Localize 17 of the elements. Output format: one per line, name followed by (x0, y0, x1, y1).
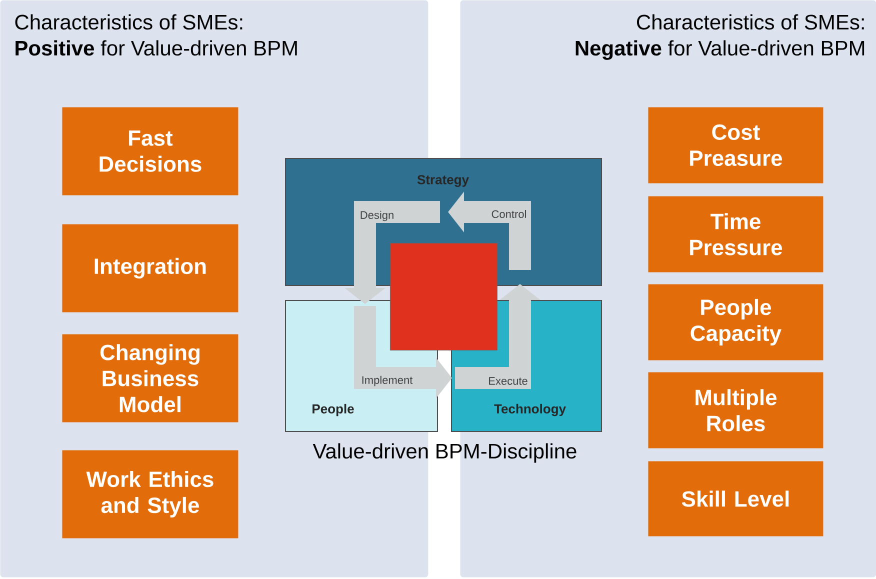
characteristic-box: Multiple Roles (648, 372, 824, 448)
panel-heading: Characteristics of SMEs: (15, 14, 242, 30)
center-box (390, 243, 498, 350)
characteristic-box: Time Pressure (648, 196, 824, 272)
edge-label: Implement (360, 374, 414, 388)
characteristic-box: Skill Level (648, 461, 824, 536)
panel-heading: Negative for Value-driven BPM (576, 40, 864, 60)
characteristic-box: Integration (62, 224, 238, 312)
characteristic-box: Fast Decisions (62, 107, 238, 196)
characteristic-box: Cost Preasure (648, 107, 824, 184)
characteristic-box: People Capacity (648, 284, 824, 360)
characteristic-box: Work Ethics and Style (62, 450, 238, 538)
panel-heading: Characteristics of SMEs: (636, 14, 864, 30)
panel-heading: Positive for Value-driven BPM (16, 40, 297, 56)
characteristic-box: Changing Business Model (62, 334, 238, 422)
caption: Value-driven BPM-Discipline (312, 443, 576, 463)
edge-label: Execute (487, 376, 529, 386)
